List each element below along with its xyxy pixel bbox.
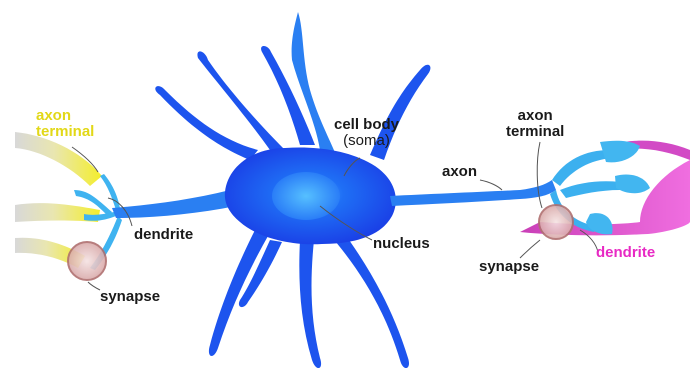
label-soma: (soma) xyxy=(334,133,399,149)
label-axon: axon xyxy=(442,164,477,180)
label-synapse-right: synapse xyxy=(479,259,539,275)
synapse-circle-icon xyxy=(68,242,106,280)
nucleus-shape xyxy=(272,172,340,220)
left-dendrite xyxy=(112,190,236,218)
label-axon-terminal-right-line1: axon xyxy=(506,108,564,124)
label-cell-body-line1: cell body xyxy=(334,117,399,133)
label-axon-terminal-left: axon terminal xyxy=(36,108,94,140)
label-dendrite-right: dendrite xyxy=(596,245,655,261)
label-synapse-left: synapse xyxy=(100,289,160,305)
label-axon-terminal-left-line1: axon xyxy=(36,108,94,124)
label-axon-terminal-right: axon terminal xyxy=(506,108,564,140)
label-nucleus: nucleus xyxy=(373,236,430,252)
synapse-circle-icon xyxy=(539,205,573,239)
label-axon-terminal-right-line2: terminal xyxy=(506,124,564,140)
axon-shaft xyxy=(390,180,556,206)
label-axon-terminal-left-line2: terminal xyxy=(36,124,94,140)
label-cell-body: cell body (soma) xyxy=(334,117,399,149)
label-dendrite-left: dendrite xyxy=(134,227,193,243)
